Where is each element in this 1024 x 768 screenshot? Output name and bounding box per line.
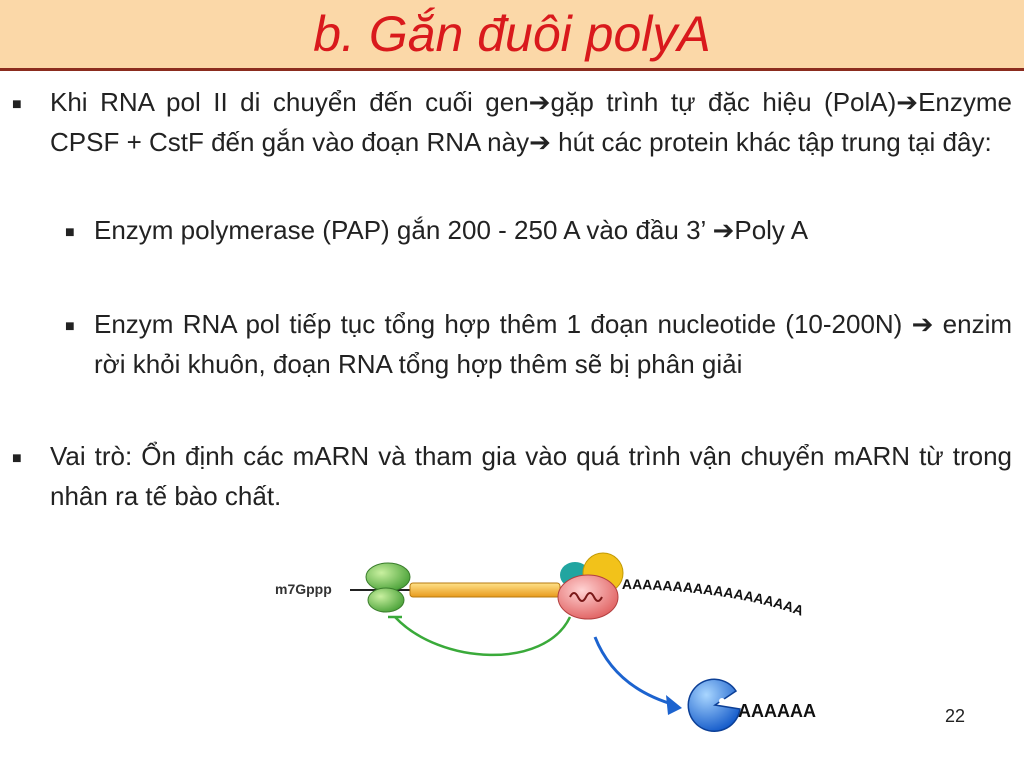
page-number: 22 xyxy=(944,706,966,726)
cap-label: m7Gppp xyxy=(275,581,332,597)
polya-diagram: m7Gppp AAAAAAAAAAAAAAAAAA AAAAAA xyxy=(275,552,816,733)
bullet-marker: ■ xyxy=(65,318,75,335)
slide-title: b. Gắn đuôi polyA xyxy=(313,6,711,62)
title-bar xyxy=(0,0,1024,68)
feedback-arrow xyxy=(394,616,572,657)
exonuclease-icon xyxy=(687,678,741,733)
degradation-arrow-head xyxy=(666,695,682,715)
pap-complex xyxy=(557,574,619,620)
bullet-marker: ■ xyxy=(12,96,22,113)
initiation-factor-bottom xyxy=(367,587,405,613)
initiation-factor-top xyxy=(365,562,411,592)
bullet-marker: ■ xyxy=(12,450,22,467)
polya-tail-text: AAAAAAAAAAAAAAAAAA xyxy=(622,576,806,619)
coding-region-bar xyxy=(409,582,561,598)
degradation-arrow xyxy=(593,636,676,707)
bullet-1: Khi RNA pol II di chuyển đến cuối gen➔gặ… xyxy=(50,87,1012,157)
bullet-2: Vai trò: Ổn định các mARN và tham gia và… xyxy=(50,441,1012,511)
rna-loop xyxy=(569,592,603,602)
degraded-fragment: AAAAAA xyxy=(738,701,816,721)
exonuclease-eye xyxy=(719,698,725,704)
sub-bullet-1: Enzym polymerase (PAP) gắn 200 - 250 A v… xyxy=(94,215,809,245)
sub-bullet-2: Enzym RNA pol tiếp tục tổng hợp thêm 1 đ… xyxy=(94,309,1012,379)
title-underline xyxy=(0,68,1024,71)
bullet-marker: ■ xyxy=(65,224,75,241)
slide-content: ■ Khi RNA pol II di chuyển đến cuối gen➔… xyxy=(0,82,1024,512)
